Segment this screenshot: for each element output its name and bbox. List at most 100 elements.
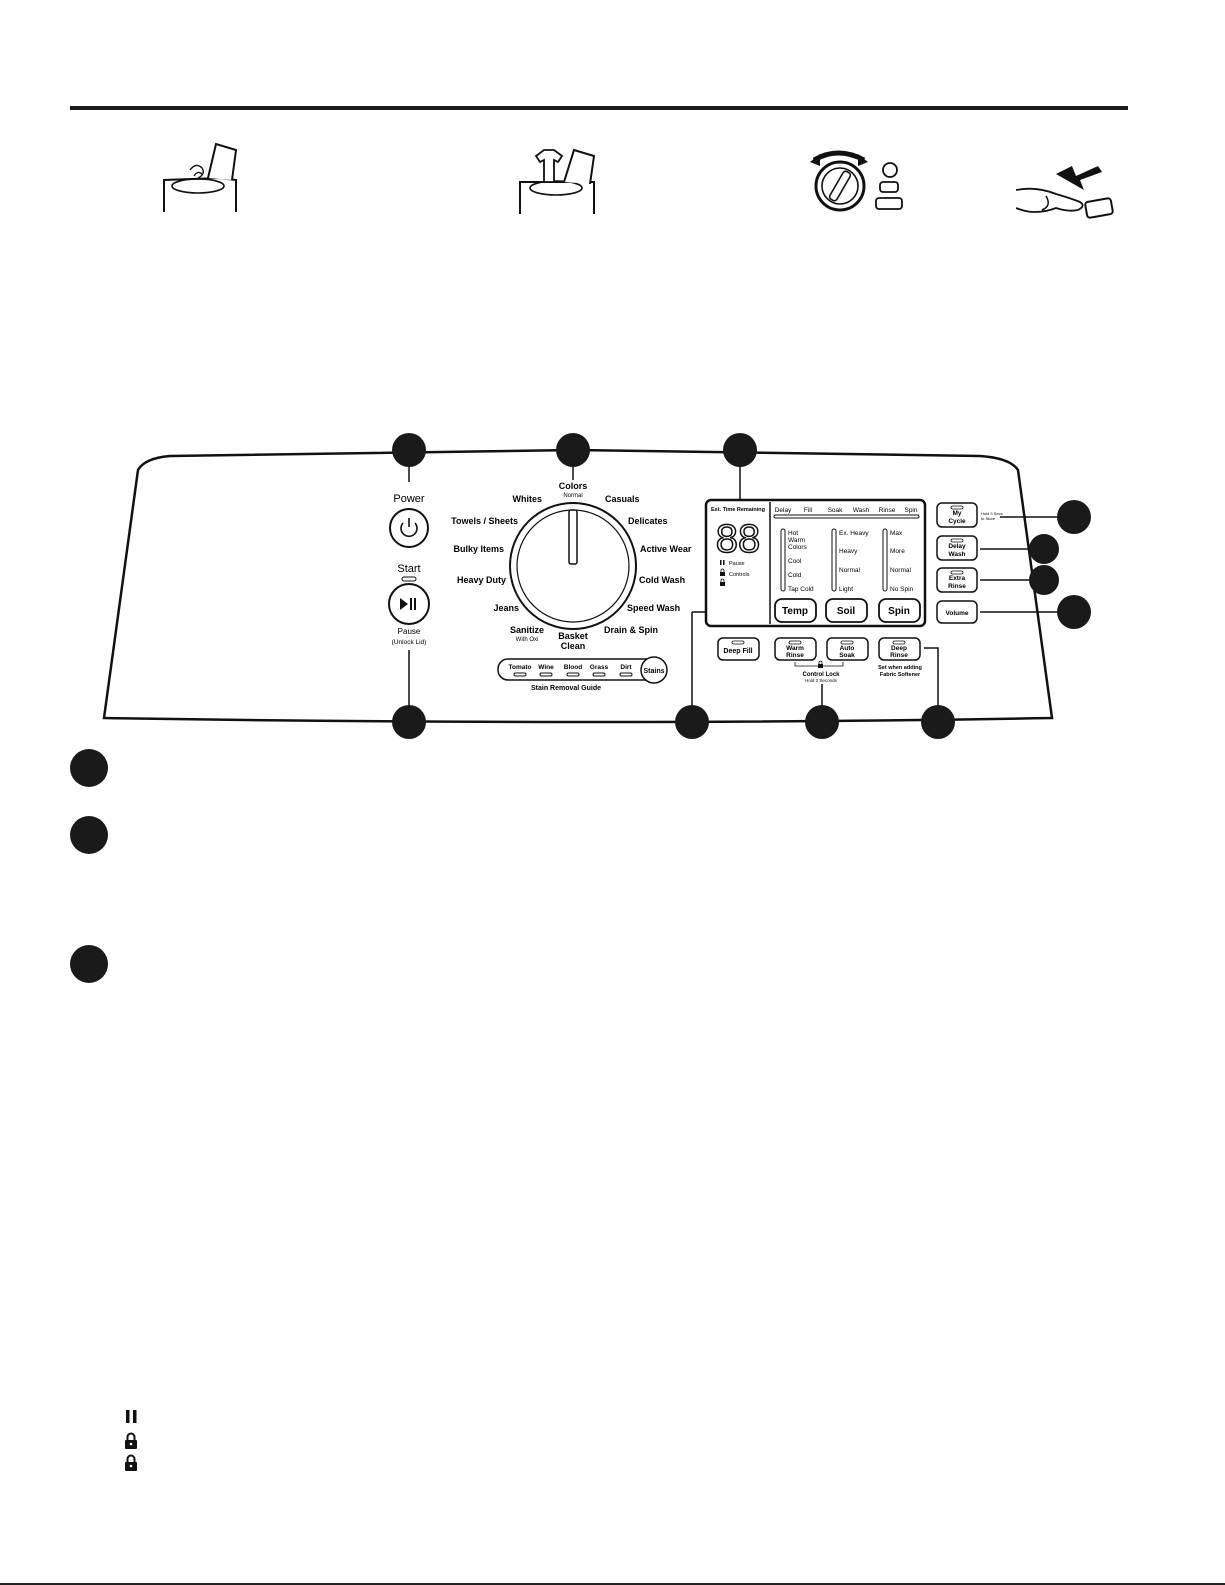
svg-text:Rinse: Rinse [786,652,804,659]
stains-button[interactable]: Stains [640,656,668,684]
cycle-bulky-items: Bulky Items [453,544,504,554]
rotate-dial-icon [810,150,903,212]
callout-marker [675,705,709,739]
stage-progress-track [773,514,920,519]
soil-light: Light [839,586,853,593]
temp-hot: Hot [788,530,798,537]
cycle-casuals: Casuals [605,494,640,504]
svg-text:Volume: Volume [946,610,969,617]
cycle-active-wear: Active Wear [640,544,692,554]
callout-marker [392,705,426,739]
soil-button[interactable]: Soil [825,598,868,623]
section-marker [70,945,108,983]
temp-cool: Cool [788,558,802,565]
header-rule [70,106,1128,110]
callout-marker [723,433,757,467]
cycle-colors-normal: Normal [563,493,582,499]
spin-no-spin: No Spin [890,586,914,593]
spin-max: Max [890,530,903,537]
svg-text:Temp: Temp [782,606,808,617]
stain-guide-caption: Stain Removal Guide [531,685,601,692]
stain-grass: Grass [590,664,609,671]
stain-blood: Blood [564,664,582,671]
play-pause-icon [400,598,408,610]
pause-icon [126,1410,137,1423]
dial-pointer [568,509,578,565]
lid-open-icon [163,142,238,212]
cycle-sanitize-sub: With Oxi [516,637,539,643]
callout-marker [392,433,426,467]
spin-button[interactable]: Spin [878,598,921,623]
pause-label: Pause [398,627,421,636]
my-cycle-note-2: to Store [981,516,996,521]
spin-normal: Normal [890,567,912,574]
deep-rinse-note-1: Set when adding [878,665,922,671]
control-panel: Power Start Pause (Unlock Lid) Colors No… [102,433,1091,739]
cycle-basket: Basket [558,631,588,641]
callout-marker [556,433,590,467]
section-marker [70,816,108,854]
footer-rule [0,1583,1225,1585]
lock-icon [818,660,823,668]
power-label: Power [393,493,425,505]
my-cycle-button[interactable]: My Cycle [936,502,978,528]
auto-soak-button[interactable]: Auto Soak [826,637,869,661]
start-pause-button[interactable] [388,583,430,625]
svg-text:Auto: Auto [840,645,855,652]
lock-icon [125,1454,137,1471]
deep-fill-button[interactable]: Deep Fill [717,637,760,661]
lock-icon [720,578,725,586]
stage-spin: Spin [904,507,917,514]
temp-colors: Colors [788,544,808,551]
cycle-cold-wash: Cold Wash [639,575,685,585]
power-button[interactable] [389,508,429,548]
cycle-delicates: Delicates [628,516,668,526]
delay-wash-button[interactable]: Delay Wash [936,535,978,561]
stage-delay: Delay [775,507,792,514]
svg-text:Stains: Stains [643,668,664,675]
deep-rinse-note-2: Fabric Softener [880,672,921,678]
svg-text:Deep Fill: Deep Fill [723,648,752,655]
time-remaining-label: Est. Time Remaining [711,507,765,513]
svg-text:Extra: Extra [949,575,966,582]
callout-marker [1057,500,1091,534]
status-controls: Controls [729,572,750,578]
cycle-speed-wash: Speed Wash [627,603,680,613]
status-pause: Pause [729,561,745,567]
soil-ex-heavy: Ex. Heavy [839,530,869,537]
display-panel [704,498,927,628]
extra-rinse-button[interactable]: Extra Rinse [936,567,978,593]
cycle-drain-spin: Drain & Spin [604,625,658,635]
power-icon [400,522,418,538]
time-digits: 88 [716,517,761,561]
cycle-dial[interactable] [509,502,637,630]
callout-marker [1029,534,1059,564]
deep-rinse-button[interactable]: Deep Rinse [878,637,921,661]
svg-text:Spin: Spin [888,606,910,617]
temp-warm: Warm [788,537,805,544]
cycle-sanitize: Sanitize [510,625,544,635]
control-lock-label: Control Lock [803,672,841,678]
stage-fill: Fill [804,507,813,514]
callout-marker [1057,595,1091,629]
start-label: Start [397,563,420,575]
warm-rinse-button[interactable]: Warm Rinse [774,637,817,661]
svg-text:Deep: Deep [891,645,907,652]
volume-button[interactable]: Volume [936,600,978,624]
svg-text:Warm: Warm [786,645,804,652]
callout-marker [921,705,955,739]
cycle-whites: Whites [512,494,542,504]
section-marker [70,749,108,787]
temp-button[interactable]: Temp [774,598,817,623]
load-clothes-icon [519,148,596,214]
svg-text:Soak: Soak [839,652,855,659]
lock-icon [720,568,725,576]
soil-normal: Normal [839,567,861,574]
pause-icon [720,560,722,565]
temp-tap-cold: Tap Cold [788,586,814,593]
stage-wash: Wash [853,507,870,514]
stain-dirt: Dirt [620,664,632,671]
svg-text:Wash: Wash [948,551,965,558]
cycle-heavy-duty: Heavy Duty [457,575,506,585]
icon-legend [125,1410,137,1471]
